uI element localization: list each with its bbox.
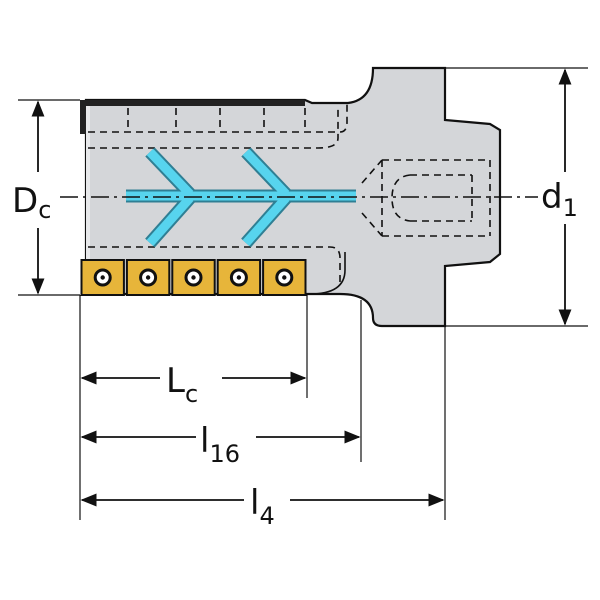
extension-lines <box>18 67 588 520</box>
label-lc: Lc <box>166 361 198 408</box>
coolant-channels <box>126 147 356 248</box>
hidden-line-bore-top <box>88 106 339 149</box>
insert-screw-center <box>100 275 105 280</box>
hidden-line-bore-bottom <box>88 246 341 282</box>
insert-screw-center <box>191 275 196 280</box>
hidden-line-pocket-bottom <box>88 104 348 133</box>
dimension-labels: Dc d1 Lc l16 l4 <box>12 177 578 530</box>
label-d1: d1 <box>541 177 578 222</box>
hidden-line-taper-bottom <box>361 212 383 237</box>
coolant-channel-branch-2 <box>146 195 194 246</box>
hidden-line-taper-top <box>361 159 383 184</box>
neck-shoulder-detail <box>309 252 346 295</box>
hidden-lines <box>88 104 491 282</box>
coolant-channel-branch-4 <box>242 195 290 246</box>
coolant-channel-branch-1 <box>146 148 194 198</box>
insert-screw-center <box>145 275 151 280</box>
coolant-channel-branch-3 <box>242 148 290 198</box>
insert-screw-center <box>282 275 287 280</box>
insert <box>262 259 307 296</box>
label-l4: l4 <box>250 483 275 530</box>
cutter-face-edge <box>80 100 305 134</box>
insert-screw-center <box>236 275 242 280</box>
insert-row <box>80 259 307 296</box>
front-face-band <box>86 106 90 294</box>
dimension-lines <box>31 68 572 507</box>
label-l16: l16 <box>200 421 240 468</box>
label-dc: Dc <box>12 181 51 224</box>
